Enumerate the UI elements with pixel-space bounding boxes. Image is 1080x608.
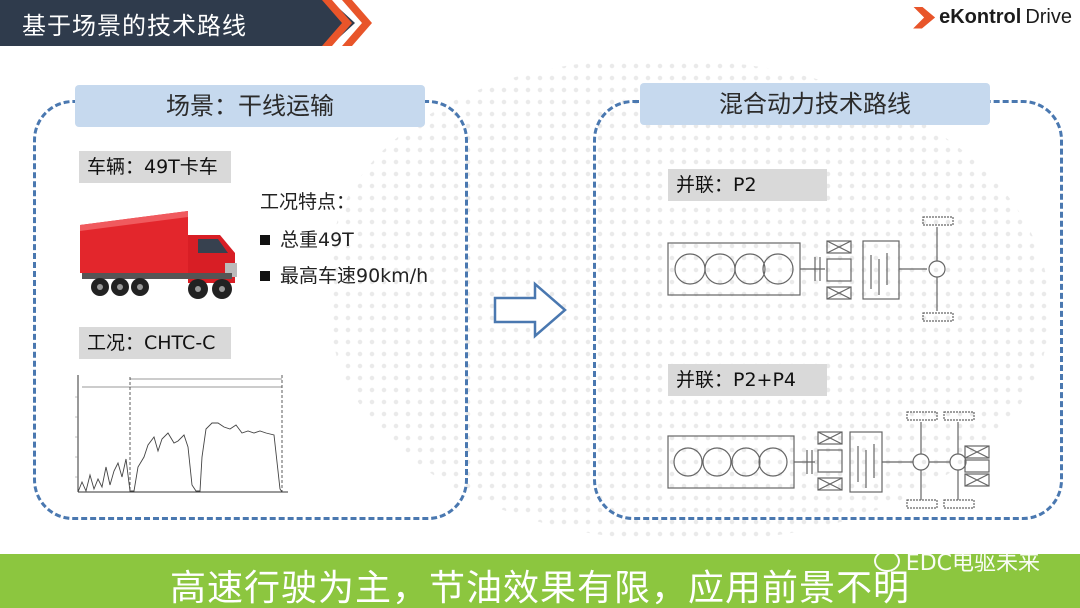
technology-heading: 混合动力技术路线	[640, 83, 990, 125]
logo-mark-icon	[913, 6, 936, 29]
p2-powertrain-diagram	[667, 216, 954, 322]
watermark: EDC电驱未来	[873, 545, 1040, 577]
feature-text: 总重49T	[280, 229, 354, 251]
scenario-heading: 场景：干线运输	[75, 85, 425, 127]
square-bullet-icon	[260, 235, 270, 245]
features-heading: 工况特点：	[260, 191, 356, 213]
config-p2p4-label: 并联：P2+P4	[668, 364, 827, 396]
p2p4-powertrain-diagram	[667, 411, 990, 509]
footer-message: 高速行驶为主，节油效果有限，应用前景不明	[169, 568, 910, 608]
list-item: 最高车速90km/h	[260, 258, 428, 294]
config-p2-label: 并联：P2	[668, 169, 827, 201]
vehicle-label: 车辆：49T卡车	[79, 151, 231, 183]
logo-suffix: Drive	[1025, 6, 1072, 28]
truck-image	[80, 211, 237, 299]
logo-brand: eKontrol	[939, 6, 1022, 28]
list-item: 总重49T	[260, 222, 428, 258]
arrow-right-icon	[493, 281, 567, 339]
features-list: 工况特点： 总重49T 最高车速90km/h	[260, 184, 428, 294]
page-title: 基于场景的技术路线	[22, 12, 247, 40]
title-bar	[0, 0, 355, 46]
wechat-icon	[873, 550, 900, 572]
square-bullet-icon	[260, 271, 270, 281]
footer-bar	[0, 554, 1080, 608]
watermark-text: EDC电驱未来	[905, 551, 1040, 576]
cycle-label: 工况：CHTC-C	[79, 327, 231, 359]
feature-text: 最高车速90km/h	[280, 265, 429, 287]
cycle-speed-chart-image	[60, 367, 295, 507]
world-map-background	[330, 60, 1050, 540]
brand-logo: eKontrol Drive	[913, 6, 1072, 29]
